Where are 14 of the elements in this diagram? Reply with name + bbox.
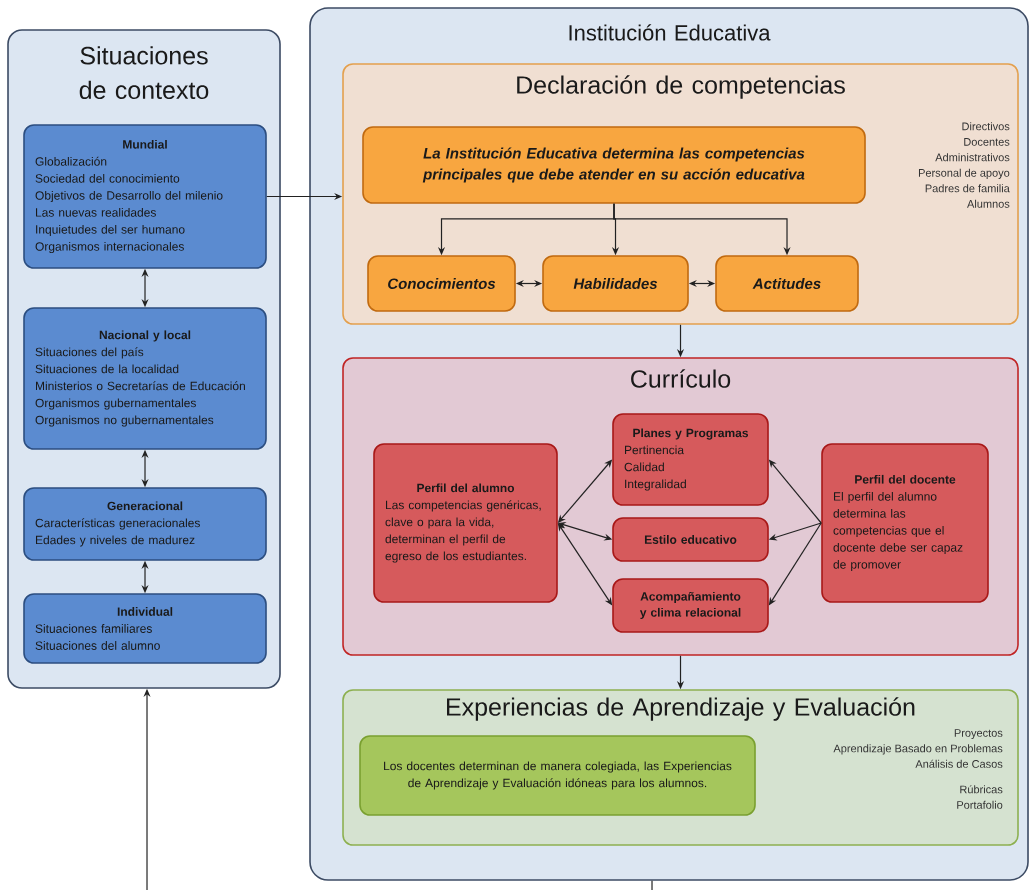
competency-box: Actitudes [715, 255, 859, 312]
context-box: Individual Situaciones familiares Situaciones del alumno [23, 593, 267, 664]
context-box: Generacional Características generacionales Edades y niveles de madurez [23, 487, 267, 561]
context-box: Mundial Globalización Sociedad del conocimiento Objetivos de Desarrollo del milenio Las nuevas realidades Inquietudes del ser humano Organismos internacionales [23, 124, 267, 269]
context-box: Nacional y local Situaciones del país Situaciones de la localidad Ministerios o Secretarías de Educación Organismos gubernamentales Organismos no gubernamentales [23, 307, 267, 450]
statement-box: Los docentes determinan de manera colegiada, las Experiencias de Aprendizaje y Evaluación idóneas para los alumnos. [359, 735, 756, 816]
profile-box: Perfil del docente El perfil del alumno determina las competencias que el docente debe ser capaz de promover [821, 443, 989, 603]
competency-box: Conocimientos [367, 255, 516, 312]
curriculum-box: Planes y Programas Pertinencia Calidad Integralidad [612, 413, 769, 506]
curriculum-box: Estilo educativo [612, 517, 769, 562]
curriculum-box: Acompañamiento y clima relacional [612, 578, 769, 633]
profile-box: Perfil del alumno Las competencias genéricas, clave o para la vida, determinan el perfil de egreso de los estudiantes. [373, 443, 558, 603]
competency-box: Habilidades [542, 255, 689, 312]
statement-box: La Institución Educativa determina las competencias principales que debe atender en su acción educativa [362, 126, 866, 204]
